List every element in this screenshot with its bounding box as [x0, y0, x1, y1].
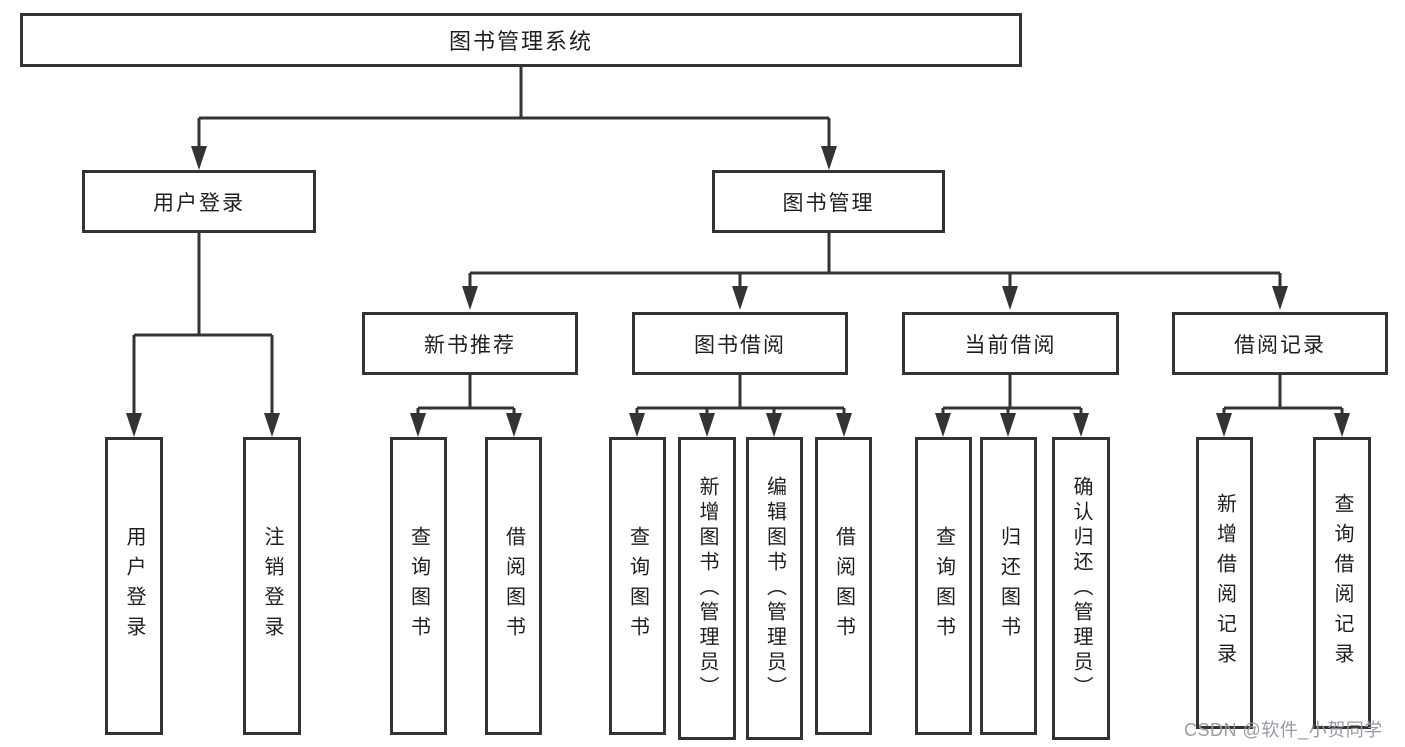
leaf-bb-add-books-admin-label: 新增图书（管理员） — [696, 476, 718, 701]
connector-newbookrec-to-leaves — [410, 375, 522, 437]
node-book-borrow-label: 图书借阅 — [694, 333, 786, 357]
node-book-borrow: 图书借阅 — [632, 312, 848, 375]
arrowhead-down-icon — [264, 413, 280, 437]
arrowhead-down-icon — [821, 146, 837, 170]
arrowhead-down-icon — [732, 286, 748, 310]
leaf-cb-return-books-label: 归还图书 — [997, 526, 1020, 646]
node-current-borrow-label: 当前借阅 — [964, 333, 1057, 357]
leaf-logout: 注销登录 — [243, 437, 301, 735]
leaf-cb-query-books-label: 查询图书 — [932, 526, 955, 646]
leaf-rec-query-books: 查询图书 — [390, 437, 447, 735]
leaf-bb-edit-books-admin: 编辑图书（管理员） — [746, 437, 803, 740]
node-user-login-label: 用户登录 — [153, 191, 245, 215]
leaf-bb-query-books: 查询图书 — [609, 437, 666, 735]
leaf-cb-confirm-return-admin-label: 确认归还（管理员） — [1070, 476, 1092, 701]
leaf-user-login-label: 用户登录 — [123, 526, 145, 646]
arrowhead-down-icon — [126, 413, 142, 437]
arrowhead-down-icon — [191, 146, 207, 170]
leaf-br-query-record: 查询借阅记录 — [1313, 437, 1371, 729]
csdn-watermark: CSDN @软件_小贺同学 — [1184, 720, 1383, 740]
leaf-br-add-record-label: 新增借阅记录 — [1213, 493, 1236, 673]
leaf-bb-borrow-books-label: 借阅图书 — [832, 526, 855, 646]
connector-root-to-level2 — [191, 67, 837, 170]
arrowhead-down-icon — [1272, 286, 1288, 310]
arrowhead-down-icon — [1000, 413, 1016, 437]
leaf-cb-query-books: 查询图书 — [915, 437, 972, 735]
leaf-rec-borrow-books-label: 借阅图书 — [502, 526, 525, 646]
leaf-bb-add-books-admin: 新增图书（管理员） — [678, 437, 736, 740]
arrowhead-down-icon — [836, 413, 852, 437]
arrowhead-down-icon — [1216, 413, 1232, 437]
leaf-cb-return-books: 归还图书 — [980, 437, 1037, 735]
leaf-bb-edit-books-admin-label: 编辑图书（管理员） — [763, 476, 786, 701]
arrowhead-down-icon — [699, 413, 715, 437]
arrowhead-down-icon — [462, 286, 478, 310]
arrowhead-down-icon — [1334, 413, 1350, 437]
arrowhead-down-icon — [506, 413, 522, 437]
leaf-br-query-record-label: 查询借阅记录 — [1331, 493, 1353, 673]
node-new-book-rec: 新书推荐 — [362, 312, 578, 375]
node-borrow-records: 借阅记录 — [1172, 312, 1388, 375]
arrowhead-down-icon — [410, 413, 426, 437]
connector-records-to-leaves — [1216, 375, 1350, 437]
leaf-bb-borrow-books: 借阅图书 — [815, 437, 872, 735]
leaf-logout-label: 注销登录 — [261, 526, 283, 646]
leaf-bb-query-books-label: 查询图书 — [626, 526, 649, 646]
leaf-rec-query-books-label: 查询图书 — [407, 526, 430, 646]
node-user-login: 用户登录 — [82, 170, 316, 233]
node-book-mgmt: 图书管理 — [712, 170, 945, 233]
node-book-mgmt-label: 图书管理 — [782, 191, 875, 215]
arrowhead-down-icon — [1073, 413, 1089, 437]
leaf-br-add-record: 新增借阅记录 — [1196, 437, 1253, 729]
connector-mgmt-to-level3 — [462, 233, 1288, 310]
arrowhead-down-icon — [935, 413, 951, 437]
leaf-user-login: 用户登录 — [105, 437, 163, 735]
connector-login-to-leaves — [126, 233, 280, 437]
node-new-book-rec-label: 新书推荐 — [424, 333, 516, 357]
connector-bookborrow-to-leaves — [629, 375, 852, 437]
node-current-borrow: 当前借阅 — [902, 312, 1119, 375]
arrowhead-down-icon — [629, 413, 645, 437]
node-root-label: 图书管理系统 — [448, 29, 593, 54]
node-borrow-records-label: 借阅记录 — [1234, 333, 1326, 357]
connector-currentborrow-to-leaves — [935, 375, 1089, 437]
node-root: 图书管理系统 — [20, 13, 1022, 67]
arrowhead-down-icon — [1002, 286, 1018, 310]
leaf-rec-borrow-books: 借阅图书 — [485, 437, 542, 735]
leaf-cb-confirm-return-admin: 确认归还（管理员） — [1052, 437, 1110, 740]
arrowhead-down-icon — [766, 413, 782, 437]
